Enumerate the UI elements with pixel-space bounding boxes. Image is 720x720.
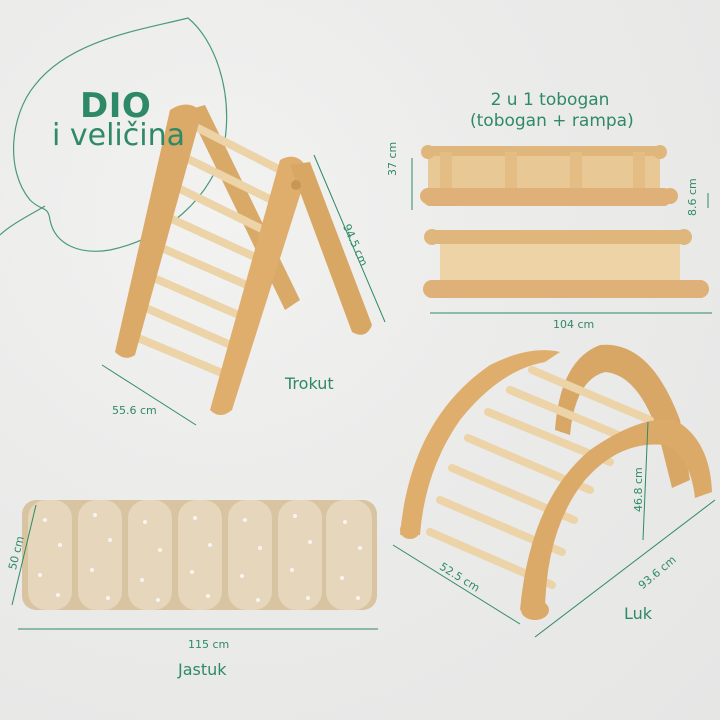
arch-name: Luk	[624, 604, 653, 623]
ramp-board-image	[423, 229, 709, 298]
arch-height-label: 46.8 cm	[632, 467, 645, 512]
slide-width-label: 37 cm	[386, 141, 399, 176]
slide-title-line1: 2 u 1 tobogan	[490, 90, 610, 110]
cushion-image	[22, 500, 377, 610]
arch-height-dimension-line	[642, 421, 649, 541]
slide-title-line2: (tobogan + rampa)	[470, 111, 634, 131]
triangle-name: Trokut	[285, 374, 334, 393]
slide-board-image	[420, 145, 678, 206]
triangle-width-dimension-line	[101, 364, 197, 426]
page-title: DIO	[80, 86, 152, 126]
cushion-name: Jastuk	[178, 660, 227, 679]
page-subtitle: i veličina	[52, 118, 185, 153]
arch-climber-image	[400, 344, 712, 620]
triangle-length-dimension-line	[313, 154, 386, 323]
arch-width-dimension-line	[392, 544, 521, 625]
cushion-length-label: 115 cm	[188, 638, 230, 651]
slide-height-label: 8.6 cm	[686, 178, 699, 216]
cushion-width-dimension-line	[11, 504, 37, 606]
slide-length-label: 104 cm	[553, 318, 595, 331]
triangle-width-label: 55.6 cm	[112, 404, 157, 417]
triangle-climber-image	[115, 104, 372, 415]
slide-title: 2 u 1 tobogan (tobogan + rampa)	[470, 90, 634, 132]
arch-length-dimension-line	[534, 499, 716, 638]
